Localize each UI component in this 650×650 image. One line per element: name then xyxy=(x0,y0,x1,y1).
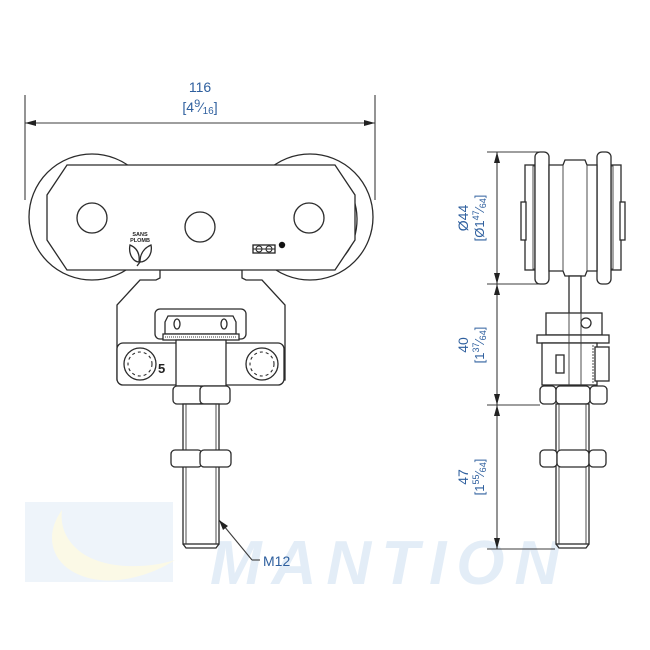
threaded-bolt xyxy=(182,403,220,549)
svg-text:[137⁄64]: [137⁄64] xyxy=(471,327,488,364)
serrated-washer-left-icon xyxy=(123,347,157,381)
watermark: MANTION xyxy=(25,502,569,598)
vertical-dimensions: Ø44 [Ø147⁄64] 40 [137⁄64] 47 [155⁄64] xyxy=(455,151,555,550)
side-view: Ø44 [Ø147⁄64] 40 [137⁄64] 47 [155⁄64] xyxy=(455,151,626,550)
side-bolt xyxy=(555,403,590,549)
serrated-washer-right-icon xyxy=(245,347,279,381)
svg-text:[Ø147⁄64]: [Ø147⁄64] xyxy=(471,195,488,242)
dim-bolt-length: 47 [155⁄64] xyxy=(455,459,488,496)
svg-text:SANS: SANS xyxy=(132,232,148,238)
top-plate xyxy=(46,164,356,271)
watermark-text: MANTION xyxy=(210,529,569,598)
dim-wheel-diameter: Ø44 [Ø147⁄64] xyxy=(455,195,488,242)
svg-text:PLOMB: PLOMB xyxy=(130,238,150,244)
svg-text:47: 47 xyxy=(455,469,471,485)
side-lower-nut xyxy=(539,449,607,468)
front-view: 116 [49⁄16] SANS PLOMB xyxy=(24,79,376,569)
washer-mark: 5 xyxy=(158,361,165,376)
svg-text:[155⁄64]: [155⁄64] xyxy=(471,459,488,496)
svg-text:40: 40 xyxy=(455,337,471,353)
thread-callout: M12 xyxy=(218,519,290,569)
upper-nut xyxy=(172,385,231,405)
lead-free-leaf-icon: SANS PLOMB xyxy=(128,232,152,267)
thread-size-label: M12 xyxy=(263,553,290,569)
lower-nut xyxy=(170,449,232,468)
watermark-crescent-icon xyxy=(51,510,175,581)
shank-body xyxy=(175,339,227,387)
roller-symbol-icon xyxy=(252,241,286,254)
width-dimension: 116 [49⁄16] xyxy=(24,79,376,200)
side-upper-nut xyxy=(539,385,608,405)
plate-hole-center xyxy=(184,211,216,243)
width-imperial: [49⁄16] xyxy=(182,98,217,117)
side-bracket xyxy=(536,312,610,386)
width-metric: 116 xyxy=(189,79,212,95)
clamp-block xyxy=(154,308,247,341)
dim-body-height: 40 [137⁄64] xyxy=(455,327,488,364)
plate-hole-right xyxy=(293,202,325,234)
svg-text:Ø44: Ø44 xyxy=(455,205,471,232)
plate-hole-left xyxy=(76,202,108,234)
wheel-assembly-side xyxy=(520,151,626,285)
